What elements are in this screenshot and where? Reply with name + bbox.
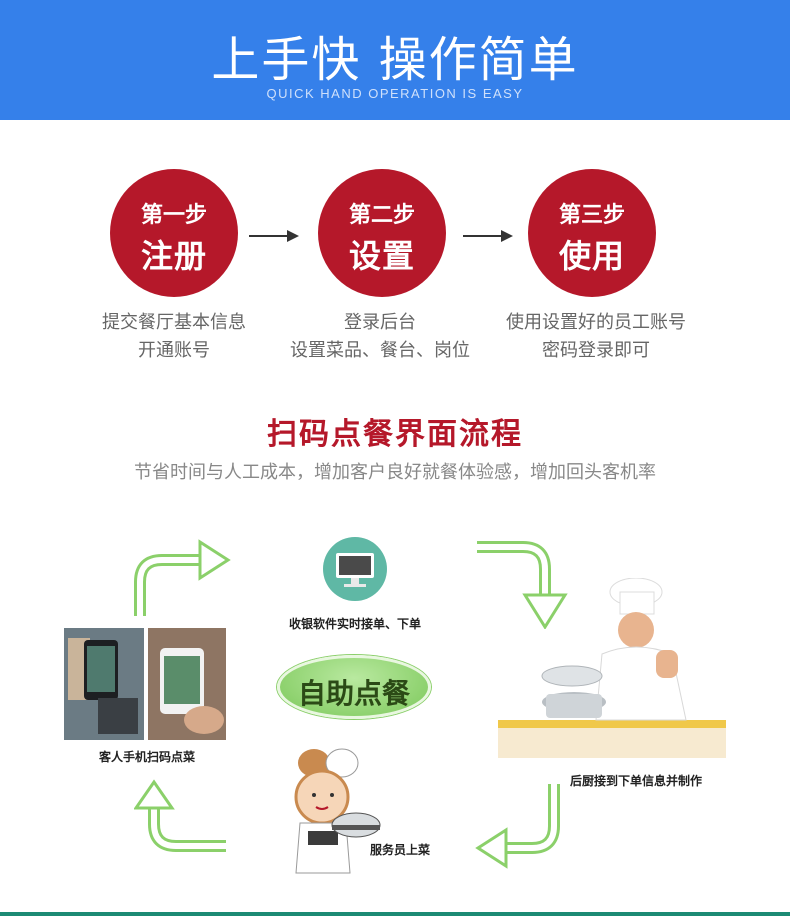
customer-phone-photo <box>64 628 226 740</box>
step-number: 第一步 <box>140 203 207 228</box>
step-circle-2: 第二步 设置 <box>318 169 446 297</box>
step-circle-1: 第一步 注册 <box>110 169 238 297</box>
kitchen-caption: 后厨接到下单信息并制作 <box>570 774 703 788</box>
curved-arrow-icon <box>477 541 568 629</box>
self-order-badge: 自助点餐 <box>277 655 431 719</box>
step-name: 使用 <box>558 237 625 275</box>
step-name: 注册 <box>140 237 207 275</box>
step-description-1: 提交餐厅基本信息 开通账号 <box>59 309 289 365</box>
step-description-3: 使用设置好的员工账号 密码登录即可 <box>481 309 711 365</box>
step-name: 设置 <box>348 237 415 275</box>
desc-line: 设置菜品、餐台、岗位 <box>290 340 470 361</box>
waiter-illustration <box>294 748 381 874</box>
desc-line: 密码登录即可 <box>542 340 650 361</box>
curved-arrow-icon <box>475 784 560 869</box>
step-description-2: 登录后台 设置菜品、餐台、岗位 <box>265 309 495 365</box>
desc-line: 使用设置好的员工账号 <box>506 312 686 333</box>
chef-illustration <box>498 578 726 758</box>
arrow-right-icon <box>463 230 513 242</box>
curved-arrow-icon <box>134 779 226 852</box>
desc-line: 登录后台 <box>344 312 416 333</box>
arrow-right-icon <box>249 230 299 242</box>
step-number: 第二步 <box>348 203 415 228</box>
step-number: 第三步 <box>558 203 625 228</box>
flow-title: 扫码点餐界面流程 <box>267 417 523 452</box>
header-banner: 上手快 操作简单 QUICK HAND OPERATION IS EASY <box>0 0 790 120</box>
curved-arrow-icon <box>134 539 231 616</box>
desc-line: 开通账号 <box>138 340 210 361</box>
page-subtitle: QUICK HAND OPERATION IS EASY <box>266 86 524 101</box>
flow-subtitle: 节省时间与人工成本，增加客户良好就餐体验感，增加回头客机率 <box>134 462 656 483</box>
page-title: 上手快 操作简单 <box>211 32 579 88</box>
monitor-icon <box>323 537 387 601</box>
customer-caption: 客人手机扫码点菜 <box>99 750 196 764</box>
waiter-caption: 服务员上菜 <box>370 843 431 857</box>
desc-line: 提交餐厅基本信息 <box>102 312 246 333</box>
cashier-caption: 收银软件实时接单、下单 <box>289 617 422 631</box>
footer-divider <box>0 912 790 916</box>
step-circle-3: 第三步 使用 <box>528 169 656 297</box>
self-order-label: 自助点餐 <box>297 677 410 710</box>
